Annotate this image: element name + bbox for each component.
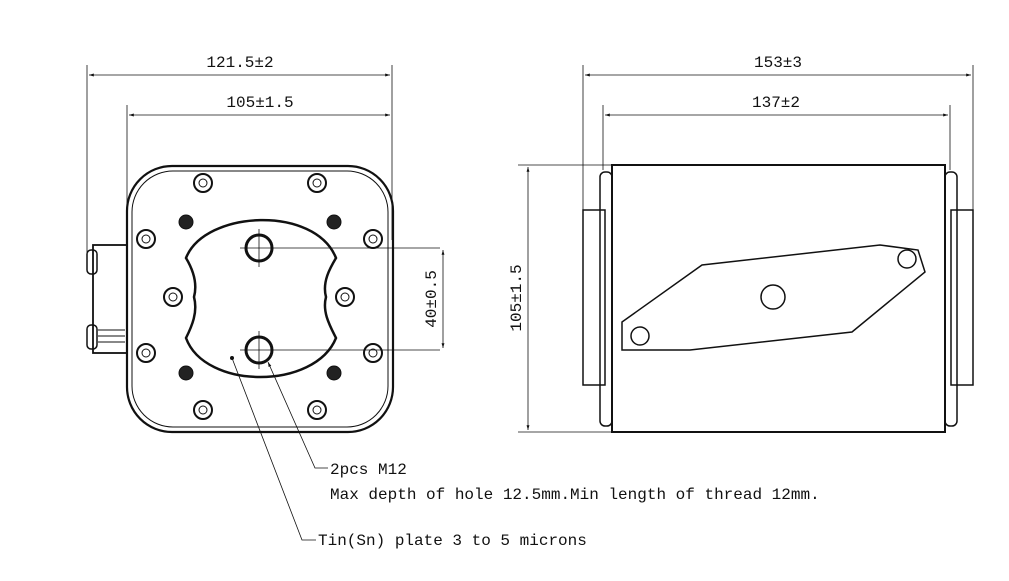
thread-leader (267, 361, 328, 469)
left-flange (582, 209, 606, 386)
hole-spacing-label: 40±0.5 (423, 270, 441, 328)
overall-length-label: 153±3 (754, 54, 802, 72)
front-body-inner-outline (131, 170, 389, 428)
bracket (621, 244, 926, 351)
tool-plate-outline (184, 218, 338, 379)
inner-width-label: 105±1.5 (226, 94, 293, 112)
overall-width-label: 121.5±2 (206, 54, 273, 72)
body-length-label: 137±2 (752, 94, 800, 112)
plating-note: Tin(Sn) plate 3 to 5 microns (318, 532, 587, 550)
threaded-holes (240, 229, 440, 369)
dimension-overall-width: 121.5±2 105±1.5 (86, 54, 393, 255)
side-body-outline (611, 164, 946, 433)
side-view: 153±3 137±2 105±1.5 (508, 54, 974, 433)
mounting-screws (136, 173, 383, 420)
right-flange (950, 209, 974, 386)
side-latch (86, 244, 128, 354)
height-label: 105±1.5 (508, 264, 526, 331)
thread-note-detail: Max depth of hole 12.5mm.Min length of t… (330, 486, 820, 504)
front-view: 121.5±2 105±1.5 (86, 54, 445, 541)
plating-leader (231, 357, 316, 541)
thread-note-title: 2pcs M12 (330, 461, 407, 479)
